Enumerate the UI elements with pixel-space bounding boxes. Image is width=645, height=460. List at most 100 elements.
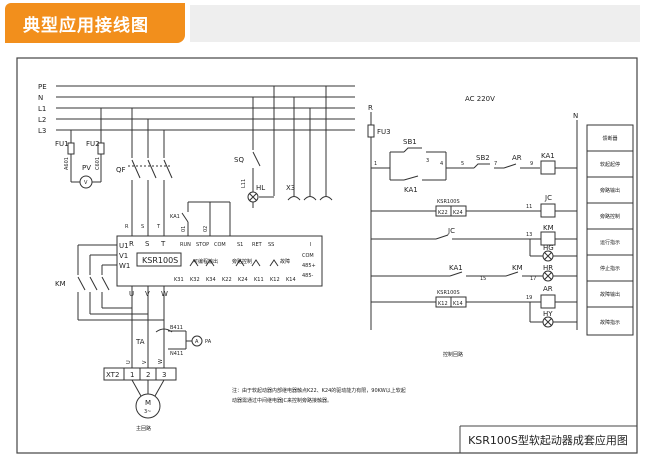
relay-k24: K24 bbox=[238, 277, 248, 283]
function-label-breaker: 馈断器 bbox=[602, 135, 617, 142]
relay-k34: K34 bbox=[206, 277, 216, 283]
ksr-term-t: T bbox=[160, 240, 166, 248]
cable-u: U bbox=[126, 360, 132, 364]
km-bypass-label: KM bbox=[55, 280, 66, 288]
relay-k14: K14 bbox=[286, 277, 296, 283]
drawing-frame bbox=[16, 57, 638, 454]
breaker-qf bbox=[128, 108, 173, 236]
note-line-2: 动器需通过中间继电器JC来控制旁路接触器。 bbox=[232, 397, 332, 404]
function-label-fault-indicator: 故障指示 bbox=[600, 319, 620, 326]
relay-k12: K12 bbox=[270, 277, 280, 283]
wire-c601: C601 bbox=[95, 157, 101, 170]
ksr-term-ss: SS bbox=[268, 242, 274, 248]
node-7: 7 bbox=[494, 161, 497, 167]
ksr100s-model-box bbox=[136, 252, 182, 267]
lamp-branch bbox=[252, 86, 275, 208]
breaker-qf-label: QF bbox=[116, 166, 126, 174]
node-4: 4 bbox=[440, 161, 443, 167]
node-15: 15 bbox=[480, 276, 486, 282]
function-label-fault-output: 故障输出 bbox=[600, 291, 620, 298]
rung-start-stop bbox=[371, 147, 577, 181]
relay-strip bbox=[189, 259, 279, 267]
note-line-1: 注：由于软起动器内部继电器触点K22、K24的驱动能力有限，90KW以上软起 bbox=[232, 387, 406, 394]
phase-t-wire: T bbox=[156, 224, 161, 230]
xt2-term-1: 1 bbox=[130, 371, 134, 379]
ksr100s-model: KSR100S bbox=[142, 256, 178, 265]
fuse-fu3 bbox=[367, 124, 375, 138]
button-sb1: SB1 bbox=[403, 138, 417, 146]
node-5: 5 bbox=[461, 161, 464, 167]
ct-ta: TA bbox=[135, 338, 145, 346]
node-9: 9 bbox=[530, 161, 533, 167]
function-label-bypass-output: 旁路输出 bbox=[600, 187, 620, 194]
node-1: 1 bbox=[374, 161, 377, 167]
function-label-run-indicator: 运行指示 bbox=[600, 239, 620, 246]
voltmeter-pv bbox=[79, 175, 93, 189]
lamp-hg: HG bbox=[543, 244, 554, 252]
ksr-term-stop: STOP bbox=[196, 242, 209, 248]
contact-ka1-hold: KA1 bbox=[404, 186, 418, 194]
contact-km-b: KM bbox=[512, 264, 523, 272]
wire-a601: A601 bbox=[64, 157, 70, 170]
rung-stop-indicator bbox=[371, 271, 577, 277]
contact-jc: JC bbox=[447, 227, 455, 235]
control-circuit-label: 控制回路 bbox=[443, 351, 463, 358]
contact-ka1-b: KA1 bbox=[449, 264, 463, 272]
motor-leads bbox=[131, 379, 165, 397]
node-13: 13 bbox=[526, 232, 532, 238]
fuse-fu3-label: FU3 bbox=[377, 128, 391, 136]
main-circuit-label: 主回路 bbox=[136, 425, 151, 432]
cable-w: W bbox=[158, 359, 164, 364]
socket-x3-label: X3 bbox=[286, 184, 295, 192]
wire-01: 01 bbox=[181, 226, 187, 232]
bus-label-l1: L1 bbox=[38, 105, 46, 113]
motor-icon bbox=[135, 393, 161, 419]
lamp-hg-cross bbox=[544, 252, 552, 260]
relay-k11: K11 bbox=[254, 277, 264, 283]
contact-ar: AR bbox=[512, 154, 522, 162]
coil-km: KM bbox=[543, 224, 554, 232]
bus-label-pe: PE bbox=[38, 83, 47, 91]
function-label-softstart: 软起起停 bbox=[600, 161, 620, 168]
ammeter-pa-icon bbox=[191, 335, 203, 347]
coil-jc: JC bbox=[544, 194, 552, 202]
relay-k31: K31 bbox=[174, 277, 184, 283]
ksr-term-w1: W1 bbox=[119, 262, 130, 270]
header-title: 典型应用接线图 bbox=[23, 16, 149, 36]
ksr-term-s: S bbox=[145, 240, 150, 248]
ka1-control-label: KA1 bbox=[170, 214, 180, 220]
ksr-term-com-right: COM bbox=[302, 253, 314, 259]
node-17: 17 bbox=[530, 276, 536, 282]
contact-k14: K14 bbox=[453, 301, 463, 307]
wire-02: 02 bbox=[203, 226, 209, 232]
relay-k22: K22 bbox=[222, 277, 232, 283]
relay-group-fault: 故障 bbox=[280, 258, 290, 265]
header-band bbox=[190, 5, 640, 42]
ct-b411: B411 bbox=[170, 325, 183, 331]
cable-v: V bbox=[142, 360, 148, 364]
ksr-term-i: I bbox=[310, 242, 311, 248]
bus-label-n: N bbox=[38, 94, 43, 102]
rung-bypass-output bbox=[371, 203, 577, 218]
socket-x3-icon bbox=[287, 86, 333, 201]
voltmeter-label: PV bbox=[82, 164, 91, 172]
node-11: 11 bbox=[526, 204, 532, 210]
node-3: 3 bbox=[426, 158, 429, 164]
ksr-term-485p: 485+ bbox=[302, 263, 316, 269]
contact-k12: K12 bbox=[438, 301, 448, 307]
lamp-hr-cross bbox=[544, 272, 552, 280]
bus-bars bbox=[56, 85, 355, 131]
ksr-term-v1: V1 bbox=[119, 252, 128, 260]
ksr-term-s1: S1 bbox=[237, 242, 243, 248]
output-wires bbox=[131, 286, 192, 368]
header-tab: 典型应用接线图 bbox=[5, 3, 185, 43]
relay-group-prog: 可编程输出 bbox=[193, 258, 218, 265]
relay-k32: K32 bbox=[190, 277, 200, 283]
ksr-term-r: R bbox=[129, 240, 134, 248]
rail-n-label: N bbox=[573, 112, 578, 120]
supply-ac220v: AC 220V bbox=[465, 95, 495, 103]
ksr-term-485n: 485- bbox=[302, 273, 314, 279]
fuse-fu2: FU2 bbox=[86, 140, 100, 148]
voltmeter-symbol: V bbox=[84, 180, 88, 186]
node-19: 19 bbox=[526, 295, 532, 301]
